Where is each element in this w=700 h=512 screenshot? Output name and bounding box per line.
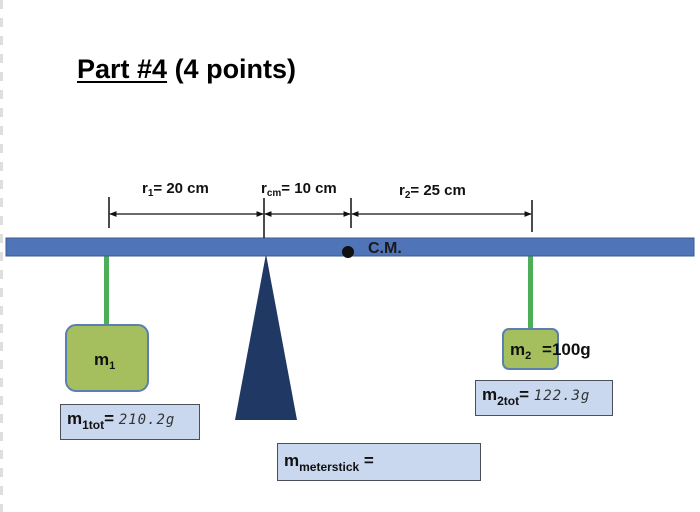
mass-value-m2: =100g (542, 340, 591, 359)
title-points: (4 points) (167, 54, 297, 84)
label-r1: r1= 20 cm (142, 180, 209, 199)
page-edge-marks (0, 0, 3, 512)
fulcrum (235, 254, 297, 420)
center-of-mass-dot (342, 246, 354, 258)
center-of-mass-label: C.M. (368, 240, 402, 257)
page-title: Part #4 (4 points) (77, 54, 296, 85)
m2tot-box: m2tot= 122.3g (475, 380, 613, 416)
meterstick-mass-box: mmeterstick = (277, 443, 481, 481)
label-rcm: rcm= 10 cm (261, 180, 337, 199)
string-left (104, 256, 109, 326)
label-r2: r2= 25 cm (399, 182, 466, 201)
mass-label-m2: m2 (510, 340, 532, 362)
m1tot-value: 210.2g (118, 412, 176, 428)
mass-label-m1: m1 (94, 350, 116, 372)
m2tot-value: 122.3g (533, 388, 591, 404)
mass-block-m1 (65, 324, 149, 392)
m1tot-box: m1tot= 210.2g (60, 404, 200, 440)
string-right (528, 256, 533, 330)
mass-block-m2 (502, 328, 559, 370)
title-part: Part #4 (77, 54, 168, 84)
